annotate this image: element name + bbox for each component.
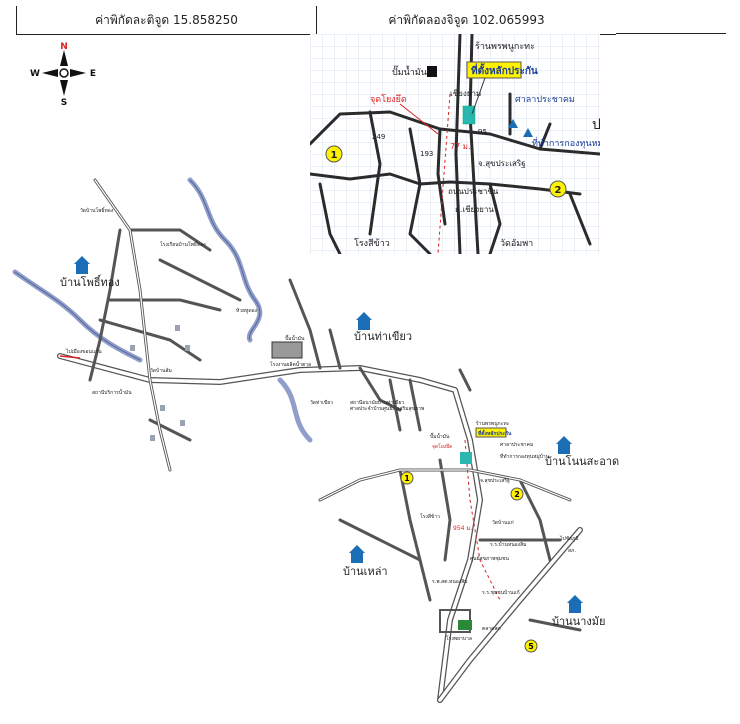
- village-nao: บ้านเหล่า: [343, 565, 388, 578]
- inset-gas-label: ปั๊มน้ำมัน: [392, 65, 427, 78]
- label-factory: โรงงานผลิตน้ำตาล: [270, 359, 311, 368]
- inset-pavilion-label: ศาลาประชาคม: [515, 95, 575, 105]
- inset-marker-2: 2: [555, 185, 562, 196]
- main-marker-2: 2: [514, 490, 520, 499]
- village-nakangmai: บ้านนางมัย: [552, 615, 605, 628]
- main-marker-1: 1: [404, 474, 410, 483]
- inset-road-side-label: ถ.เชียงยาน: [455, 205, 494, 214]
- label-river: ห้วยหูดอง: [236, 307, 258, 314]
- label-to-town: ไปเมืองขอนแก่น: [65, 348, 102, 355]
- label-mill: โรงสีข้าว: [420, 513, 440, 520]
- compass-east-arrow: [70, 69, 86, 77]
- compass-west-arrow: [42, 69, 58, 77]
- compass-s-label: S: [61, 98, 67, 106]
- inset-road-main-label: ถนนประชาชื่น: [448, 185, 499, 196]
- compass-north-arrow: [60, 50, 68, 66]
- longitude-cell: ค่าพิกัดลองจิจูด 102.065993: [316, 6, 616, 34]
- label-road-chaiyaphum: ไปชัยภูมิ: [559, 535, 579, 542]
- village-phothong: บ้านโพธิ์ทอง: [60, 274, 120, 289]
- inset-shop-label: ร้านพรพนูกะทะ: [475, 41, 535, 52]
- label-market-south: ตลาดสด: [482, 626, 501, 632]
- inset-temple-label: วัดอัมพา: [500, 239, 533, 249]
- label-checkpoint: จุดโยงยึด: [432, 443, 452, 450]
- compass-south-arrow: [60, 80, 68, 96]
- compass-w-label: W: [30, 69, 40, 79]
- inset-road-249: 249: [372, 133, 385, 141]
- inset-checkpoint-label: จุดโยงยึด: [370, 94, 407, 105]
- inset-map: ร้านพรพนูกะทะ ที่ตั้งหลักประกัน ปั๊มน้ำม…: [310, 34, 600, 254]
- inset-mill-label: โรงสีข้าว: [354, 238, 390, 249]
- inset-distance-label: 77 ม.: [450, 142, 471, 151]
- compass-e-label: E: [90, 69, 96, 79]
- label-hospital: โรงพยาบาล: [446, 635, 472, 642]
- label-distance: 954 ม.: [453, 525, 472, 532]
- inset-edge-label: ป: [592, 117, 600, 133]
- header-rule: [616, 33, 726, 34]
- inset-marker-1: 1: [331, 150, 338, 161]
- label-health2: ร.พ.สต.หนองสิม: [432, 578, 468, 585]
- inset-prasert-label: จ.สุขประเสริฐ: [478, 159, 526, 168]
- label-pavilion: ศาลาประชาคม: [500, 442, 533, 448]
- label-school2: ร.ร.ชุมชนบ้านแก้: [482, 589, 520, 596]
- label-temple-thakhiao: วัดท่าเขียว: [310, 399, 333, 406]
- label-govt: สถานีอนามัยบ้านท่าเขียว: [350, 399, 404, 406]
- label-gas-west: สถานีบริการน้ำมัน: [92, 387, 132, 396]
- label-village-office: ที่ทำการกองทุนหมู่บ้าน: [500, 453, 550, 460]
- village-nongsaat: บ้านโนนสะอาด: [545, 454, 619, 468]
- latitude-cell: ค่าพิกัดละติจูด 15.858250: [16, 6, 316, 34]
- compass-n-label: N: [60, 42, 68, 52]
- label-school-south: ร.ร.บ้านหนองสิม: [490, 541, 526, 548]
- label-office: ที่ตั้งหลักประกัน: [478, 428, 512, 437]
- label-temple-south: วัดบ้านแก่: [492, 519, 514, 526]
- inset-village-office-label: ที่ทำการกองทุนหมู่บ้าน: [532, 136, 600, 149]
- inset-road-193: 193: [420, 150, 433, 158]
- label-govt2: ศาลประจำบ้านศูนย์ส่งเสริมสุขภาพ: [350, 405, 424, 412]
- compass-rose: N S E W: [30, 42, 96, 106]
- label-health: ศูนย์สุขภาพชุมชน: [470, 555, 509, 562]
- village-thakhiao: บ้านท่าเขียว: [354, 330, 412, 343]
- label-gas-mid: ปั๊มน้ำมัน: [285, 333, 305, 342]
- label-prasert: จ.สุขประเสริฐ: [480, 477, 510, 484]
- label-temple-nw: วัดบ้านโพธิ์ทอง: [80, 206, 114, 214]
- inset-road-95: 95: [478, 128, 487, 136]
- label-police: สภ.: [568, 548, 576, 554]
- inset-market-label: เชียงยาม: [450, 89, 481, 98]
- label-temple-mid: วัดบ้านส้ม: [150, 367, 172, 374]
- label-shop: ร้านพรพนูกะทะ: [476, 420, 510, 427]
- inset-office-label: ที่ตั้งหลักประกัน: [471, 63, 538, 77]
- label-gas-east: ปั๊มน้ำมัน: [430, 431, 450, 440]
- label-school-nw: โรงเรียนบ้านโพธิ์ทอง: [160, 240, 206, 248]
- main-marker-5: 5: [528, 642, 534, 651]
